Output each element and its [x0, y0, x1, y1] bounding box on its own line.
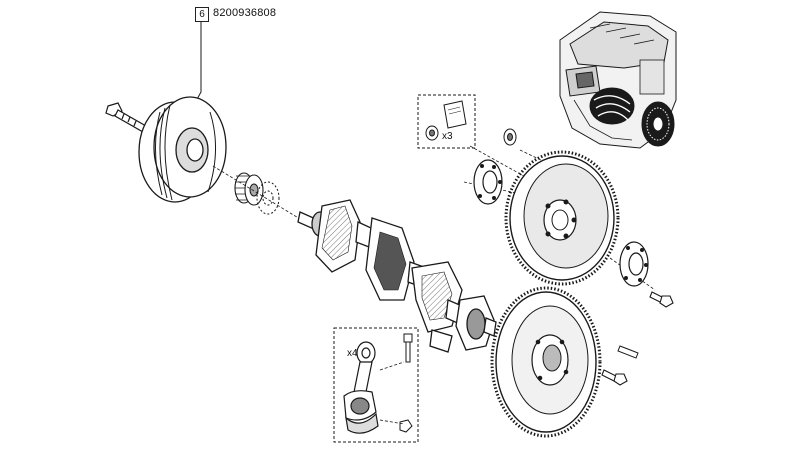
flywheel[interactable] — [504, 150, 620, 286]
ring-gear-flywheel[interactable] — [490, 286, 602, 438]
flywheel-bolt[interactable] — [649, 291, 674, 308]
con-rod-bolt — [403, 333, 413, 363]
nut-kit-quantity: x3 — [442, 131, 453, 142]
ghost-sprocket-outline — [256, 181, 280, 215]
con-rod-kit-group[interactable] — [333, 327, 419, 443]
engine-block-inset — [559, 11, 677, 149]
dowel-pin[interactable] — [617, 345, 639, 359]
timing-sprocket[interactable] — [234, 172, 264, 206]
inset-crank-highlight — [589, 87, 635, 125]
connecting-rod — [343, 341, 379, 434]
front-spacer-plate[interactable] — [473, 159, 503, 205]
con-rod-nut — [399, 419, 413, 433]
kit-nut — [425, 125, 439, 141]
pulley-bolt[interactable] — [105, 102, 147, 133]
callout-number-box[interactable]: 6 — [195, 7, 209, 22]
instruction-sheet-icon — [443, 100, 467, 129]
flywheel-nut[interactable] — [503, 128, 517, 146]
rear-spacer-plate[interactable] — [619, 241, 649, 287]
nut-kit-group[interactable] — [417, 94, 476, 149]
ring-gear-bolt[interactable] — [601, 369, 628, 386]
con-rod-kit-quantity: x4 — [347, 348, 358, 359]
crankshaft[interactable] — [297, 199, 497, 353]
crankshaft-pulley[interactable] — [138, 96, 227, 203]
part-number-label[interactable]: 8200936808 — [213, 7, 277, 19]
assembly-axis-line — [212, 165, 306, 223]
